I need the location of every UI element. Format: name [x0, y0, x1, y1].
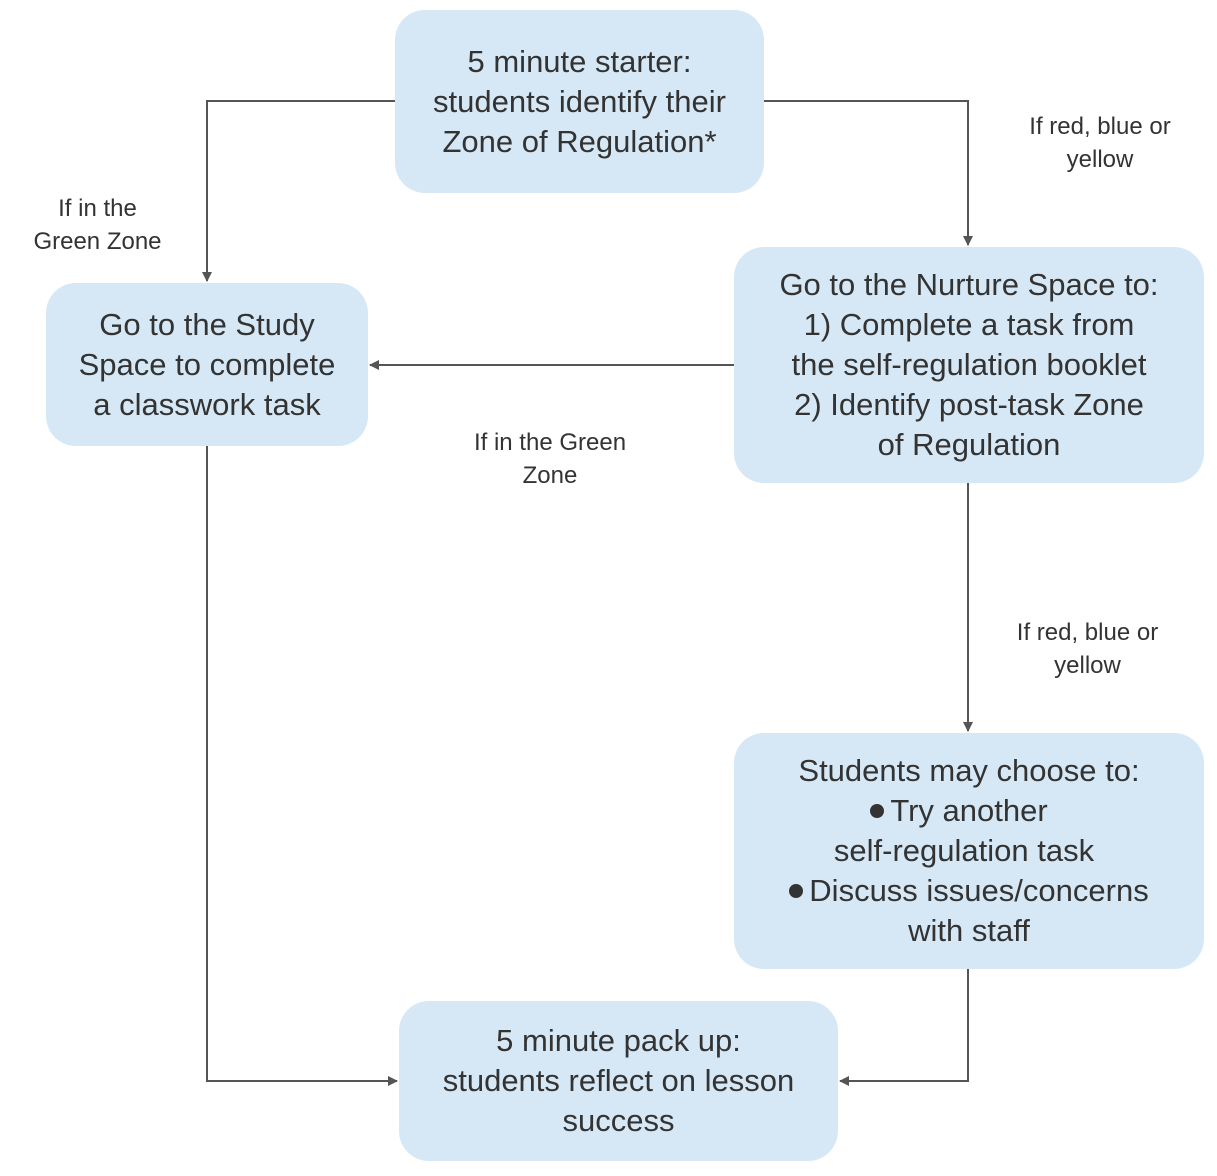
edge-label-line: If in the — [58, 195, 137, 222]
edge-label-line: If in the Green — [473, 429, 627, 456]
edge-label-starter-to-study: If in the Green Zone — [10, 192, 185, 258]
starter-line: Zone of Regulation* — [442, 123, 717, 159]
choose-options-box: Students may choose to: Try another self… — [734, 733, 1204, 969]
study-space-box: Go to the Study Space to complete a clas… — [46, 283, 368, 446]
packup-line: 5 minute pack up: — [496, 1023, 741, 1058]
edge-label-line: Zone — [522, 462, 578, 489]
arrow-starter-to-nurture — [764, 100, 973, 246]
bullet-icon — [789, 884, 804, 898]
arrow-starter-to-study — [202, 100, 395, 282]
starter-box: 5 minute starter: students identify thei… — [395, 10, 764, 193]
edge-label-line: If red, blue or — [1029, 113, 1171, 140]
packup-line: students reflect on lesson — [442, 1063, 795, 1098]
choose-option-1-text: Try another — [890, 793, 1048, 828]
packup-box: 5 minute pack up: students reflect on le… — [399, 1001, 838, 1161]
edge-label-line: If red, blue or — [1016, 619, 1159, 646]
packup-line: success — [562, 1103, 675, 1138]
study-line: Go to the Study — [99, 306, 315, 342]
edge-label-line: yellow — [1054, 652, 1121, 679]
edge-label-line: Green Zone — [33, 228, 162, 255]
edge-label-nurture-to-choose: If red, blue or yellow — [985, 616, 1190, 682]
choose-option-2-text: Discuss issues/concerns — [809, 873, 1149, 908]
arrow-choose-to-packup — [839, 969, 969, 1086]
study-line: Space to complete — [78, 346, 336, 382]
edge-label-nurture-to-study: If in the Green Zone — [445, 426, 655, 492]
nurture-line: the self-regulation booklet — [791, 347, 1147, 382]
nurture-line: Go to the Nurture Space to: — [779, 267, 1159, 302]
arrow-study-to-packup — [206, 446, 398, 1086]
bullet-icon — [870, 804, 885, 818]
edge-label-starter-to-nurture: If red, blue or yellow — [1000, 110, 1200, 176]
nurture-line: of Regulation — [877, 427, 1061, 462]
study-line: a classwork task — [93, 386, 321, 422]
choose-option-1: Try another — [870, 791, 1048, 831]
nurture-space-box: Go to the Nurture Space to: 1) Complete … — [734, 247, 1204, 483]
choose-heading: Students may choose to: — [798, 753, 1140, 788]
nurture-line: 1) Complete a task from — [803, 307, 1135, 342]
nurture-line: 2) Identify post-task Zone — [794, 387, 1144, 422]
choose-option-2: Discuss issues/concerns — [789, 871, 1149, 911]
starter-line: 5 minute starter: — [467, 43, 692, 79]
starter-line: students identify their — [433, 83, 726, 119]
edge-label-line: yellow — [1066, 146, 1134, 173]
choose-option-2-cont: with staff — [908, 913, 1030, 948]
choose-option-1-cont: self-regulation task — [833, 833, 1095, 868]
